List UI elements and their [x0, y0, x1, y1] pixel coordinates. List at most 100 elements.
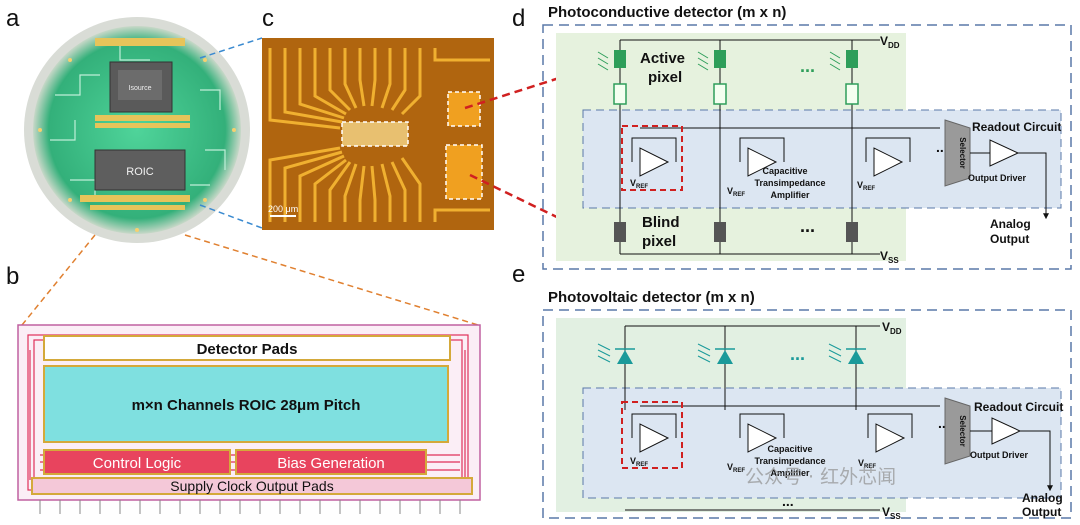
detector-array-outline	[341, 121, 409, 147]
chip-roic	[94, 149, 186, 191]
e-vdd-label: VDD	[882, 320, 902, 336]
d-active-pixel	[846, 50, 858, 68]
e-amplifiers	[639, 423, 906, 453]
chip-detector-label: Isource	[129, 85, 152, 92]
d-vref-3: VREF	[857, 180, 875, 192]
d-readout-label: Readout Circuit	[972, 120, 1061, 134]
panel-b: b Detector Pads m×n Channels ROIC 28μm P…	[6, 263, 481, 514]
d-ctia-3	[873, 147, 904, 177]
d-vdd-label: VDD	[880, 34, 900, 50]
supply-pads-block	[31, 477, 473, 495]
panel-letter-a: a	[6, 5, 20, 32]
d-output-line	[1018, 152, 1049, 220]
panel-e: e Photovoltaic detector (m x n) VDD VSS	[512, 261, 1072, 521]
chip-detector-die	[118, 70, 162, 100]
control-logic-label: Control Logic	[93, 455, 182, 472]
chip-roic-label: ROIC	[126, 166, 154, 178]
d-highlight-box	[621, 125, 683, 191]
panel-letter-b: b	[6, 263, 19, 290]
panel-c: c	[262, 5, 494, 230]
d-ellipsis-top: ...	[800, 56, 815, 76]
d-analog-1: Analog	[990, 217, 1031, 231]
panel-letter-e: e	[512, 261, 525, 288]
d-vref-2: VREF	[727, 186, 745, 198]
panel-d: d Photoconductive detector (m x n) VDD V…	[512, 4, 1072, 270]
d-vref-1: VREF	[630, 178, 648, 190]
d-cta-1: Capacitive	[762, 166, 807, 176]
e-readout-label: Readout Circuit	[974, 400, 1063, 414]
d-ctia-1	[639, 147, 670, 177]
d-selector	[944, 119, 971, 187]
d-feedback	[631, 127, 940, 162]
rim-dots	[38, 58, 236, 232]
panel-letter-d: d	[512, 5, 525, 32]
e-ellipsis-bottom: ...	[782, 493, 794, 509]
e-driver-label: Output Driver	[970, 450, 1029, 460]
d-load-resistor	[845, 83, 859, 105]
e-selector-label: Selector	[958, 415, 967, 447]
active-pixel-region	[447, 91, 481, 127]
d-active-pixel	[614, 50, 626, 68]
e-photodiode	[617, 350, 633, 364]
bias-generation-block	[235, 449, 427, 475]
d-blind-label-1: Blind	[642, 214, 680, 231]
d-vss-label: VSS	[880, 249, 899, 265]
e-light-rays	[597, 343, 842, 363]
e-ctia-2	[747, 423, 778, 453]
e-vref-2: VREF	[727, 462, 745, 474]
e-ellipsis-top: ...	[790, 344, 805, 364]
roic-array-block	[43, 365, 449, 443]
panel-e-frame	[542, 309, 1072, 519]
d-cta-2: Transimpedance	[754, 178, 825, 188]
pcb-board	[33, 26, 241, 234]
panel-a: a Isource ROIC	[6, 5, 250, 243]
e-analog-2: Output	[1022, 505, 1061, 519]
panel-e-title: Photovoltaic detector (m x n)	[548, 289, 755, 306]
blind-pixel-region	[445, 144, 483, 200]
e-vref-3: VREF	[858, 458, 876, 470]
e-cta-1: Capacitive	[767, 444, 812, 454]
control-logic-block	[43, 449, 231, 475]
d-ellipsis-mid: ...	[936, 139, 948, 155]
e-photodiodes	[617, 350, 864, 364]
e-vss-label: VSS	[882, 505, 901, 521]
e-column-wires	[624, 326, 857, 410]
watermark: 公众号 · 红外芯闻	[745, 466, 897, 488]
pcb-pads	[80, 38, 190, 210]
e-highlight-box	[621, 401, 683, 469]
e-selector	[944, 397, 971, 465]
d-blind-pixel	[614, 222, 626, 242]
d-blind-pixels	[614, 222, 858, 242]
panel-connectors	[21, 37, 479, 326]
d-cta-3: Amplifier	[770, 190, 810, 200]
e-vref-1: VREF	[630, 456, 648, 468]
d-ellipsis-bottom: ...	[800, 216, 815, 236]
panel-d-title: Photoconductive detector (m x n)	[548, 4, 786, 21]
e-feedback	[631, 405, 940, 438]
e-output-line	[1020, 430, 1053, 492]
d-analog-2: Output	[990, 232, 1029, 246]
d-light-rays	[597, 51, 841, 71]
d-active-label-2: pixel	[648, 69, 682, 86]
d-active-pixel	[714, 50, 726, 68]
roic-array-label: m×n Channels ROIC 28μm Pitch	[132, 397, 361, 414]
d-load-resistor	[613, 83, 627, 105]
d-ctia-2	[747, 147, 778, 177]
detector-pads-block	[43, 335, 451, 361]
supply-pads-label: Supply Clock Output Pads	[170, 478, 333, 494]
d-active-pixels	[613, 50, 859, 105]
d-selector-label: Selector	[958, 137, 967, 169]
detector-pads-label: Detector Pads	[197, 341, 298, 358]
e-cta-3: Amplifier	[770, 468, 810, 478]
e-ellipsis-mid: ...	[938, 415, 950, 431]
d-blind-label-2: pixel	[642, 233, 676, 250]
bottom-pins	[39, 500, 461, 514]
d-driver-label: Output Driver	[968, 173, 1027, 183]
e-cta-2: Transimpedance	[754, 456, 825, 466]
d-active-label-1: Active	[640, 50, 685, 67]
e-photodiode	[717, 350, 733, 364]
e-ctia-3	[875, 423, 906, 453]
bias-generation-label: Bias Generation	[277, 455, 385, 472]
micrograph-traces	[268, 48, 490, 222]
